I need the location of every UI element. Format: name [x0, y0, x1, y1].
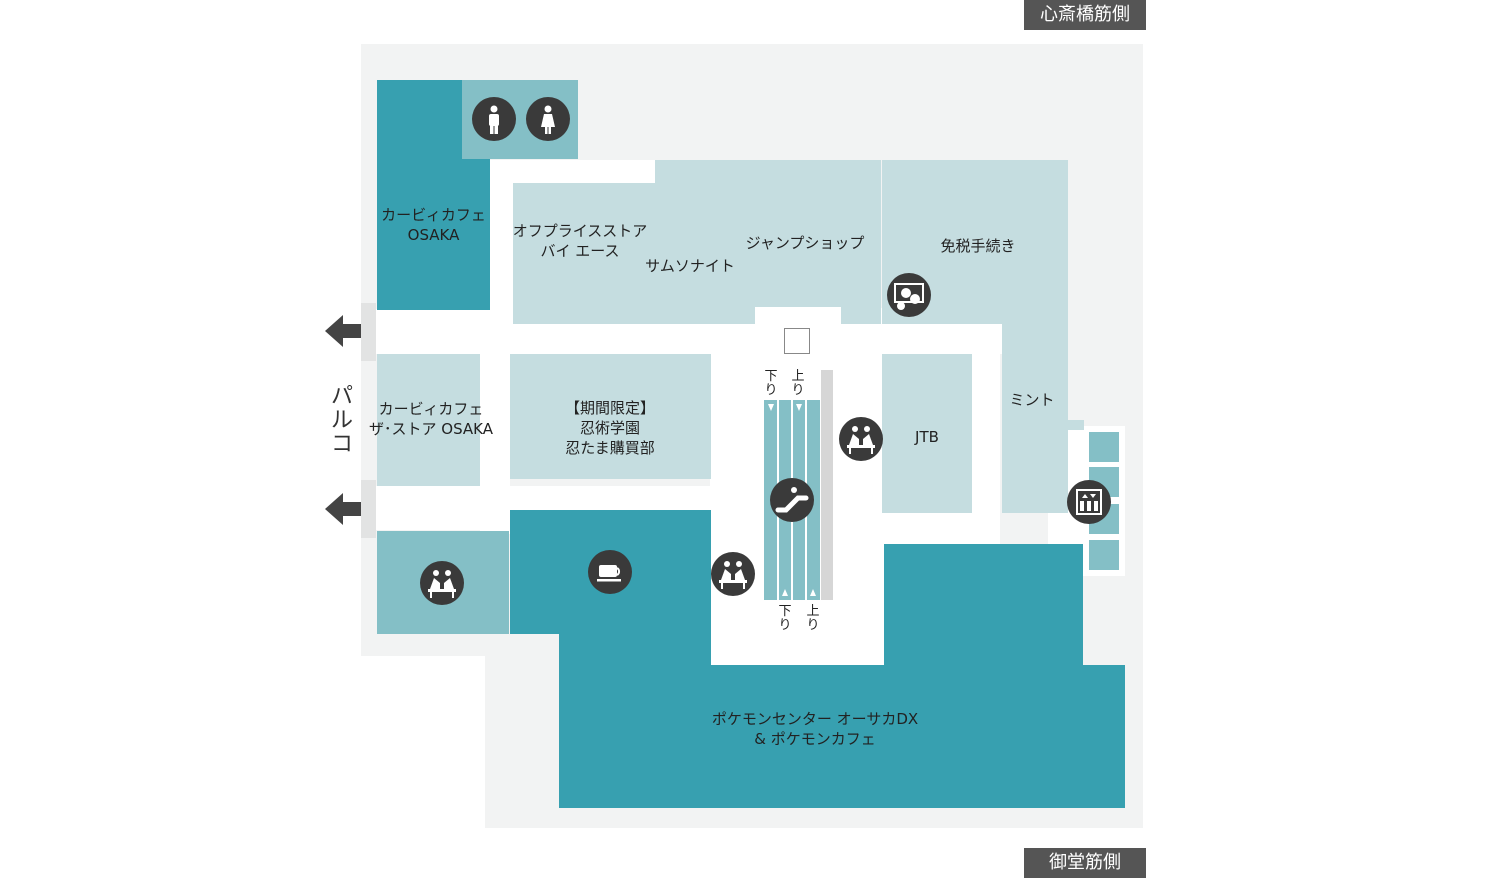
- currency-exchange-icon: [887, 273, 931, 317]
- exit-arrow-icon: [325, 493, 361, 525]
- label-char: り: [778, 618, 792, 633]
- female-toilet-icon: [526, 97, 570, 141]
- shop-label-off-price: オフプライスストア バイ エース: [512, 222, 648, 260]
- shop-ninjutsu[interactable]: [510, 354, 711, 479]
- parco-char: パ: [330, 384, 353, 409]
- shop-label-jump-shop: ジャンプショップ: [745, 234, 865, 252]
- entrance: [361, 480, 376, 538]
- escalator-rail: [821, 370, 833, 600]
- label-char: り: [791, 383, 805, 398]
- shop-off-price-store[interactable]: [513, 183, 655, 324]
- escalator-label-top-down: 下 り: [764, 370, 778, 398]
- escalator-label-bottom-up: 上 り: [806, 605, 820, 633]
- shop-label-jtb: JTB: [915, 428, 939, 446]
- corridor: [480, 300, 510, 534]
- label-char: 上: [791, 369, 805, 384]
- parco-char: コ: [330, 432, 353, 457]
- entrance: [361, 303, 376, 361]
- elevator-icon: [1067, 480, 1111, 524]
- escalator-label-bottom-down: 下 り: [778, 605, 792, 633]
- escalator-label-top-up: 上 り: [791, 370, 805, 398]
- parco-label: パ ル コ: [330, 385, 354, 457]
- shop-label-samsonite: サムソナイト: [645, 257, 735, 275]
- pillar: [784, 328, 810, 354]
- shop-label-ninjutsu: 【期間限定】 忍術学園 忍たま購買部: [564, 399, 655, 457]
- exit-arrow-icon: [325, 315, 361, 347]
- shop-label-kirby-cafe: カービィカフェ OSAKA: [381, 206, 486, 244]
- shop-label-pokemon: ポケモンセンター オーサカDX & ポケモンカフェ: [711, 710, 919, 748]
- label-char: 上: [806, 604, 820, 619]
- shop-label-kirby-store: カービィカフェ ザ･ストア OSAKA: [369, 400, 493, 438]
- parco-char: ル: [330, 408, 353, 433]
- south-direction-label: 御堂筋側: [1024, 848, 1146, 878]
- elevator-car: [1089, 432, 1119, 462]
- shop-mint-edge: [1068, 420, 1084, 430]
- escalator-arrows: [768, 404, 816, 596]
- male-toilet-icon: [472, 97, 516, 141]
- elevator-car: [1089, 540, 1119, 570]
- shop-pokemon-right[interactable]: [884, 544, 1083, 704]
- corridor: [755, 307, 841, 329]
- north-direction-label: 心斎橋筋側: [1024, 0, 1146, 30]
- shop-label-mint: ミント: [1009, 391, 1055, 409]
- shop-pokemon-corner: [1083, 700, 1125, 808]
- shop-jtb[interactable]: [882, 354, 972, 513]
- label-char: 下: [778, 604, 792, 619]
- rest-area-icon: [839, 417, 883, 461]
- shop-jump-shop[interactable]: [655, 160, 881, 324]
- rest-area-icon: [711, 552, 755, 596]
- label-char: り: [764, 383, 778, 398]
- shop-kirby-store[interactable]: [377, 354, 480, 486]
- cafe-icon: [588, 550, 632, 594]
- label-char: り: [806, 618, 820, 633]
- label-char: 下: [764, 369, 778, 384]
- rest-area-icon: [420, 561, 464, 605]
- escalator-icon: [770, 478, 814, 522]
- shop-mint[interactable]: [1002, 300, 1068, 513]
- shop-label-tax-free: 免税手続き: [940, 237, 1016, 255]
